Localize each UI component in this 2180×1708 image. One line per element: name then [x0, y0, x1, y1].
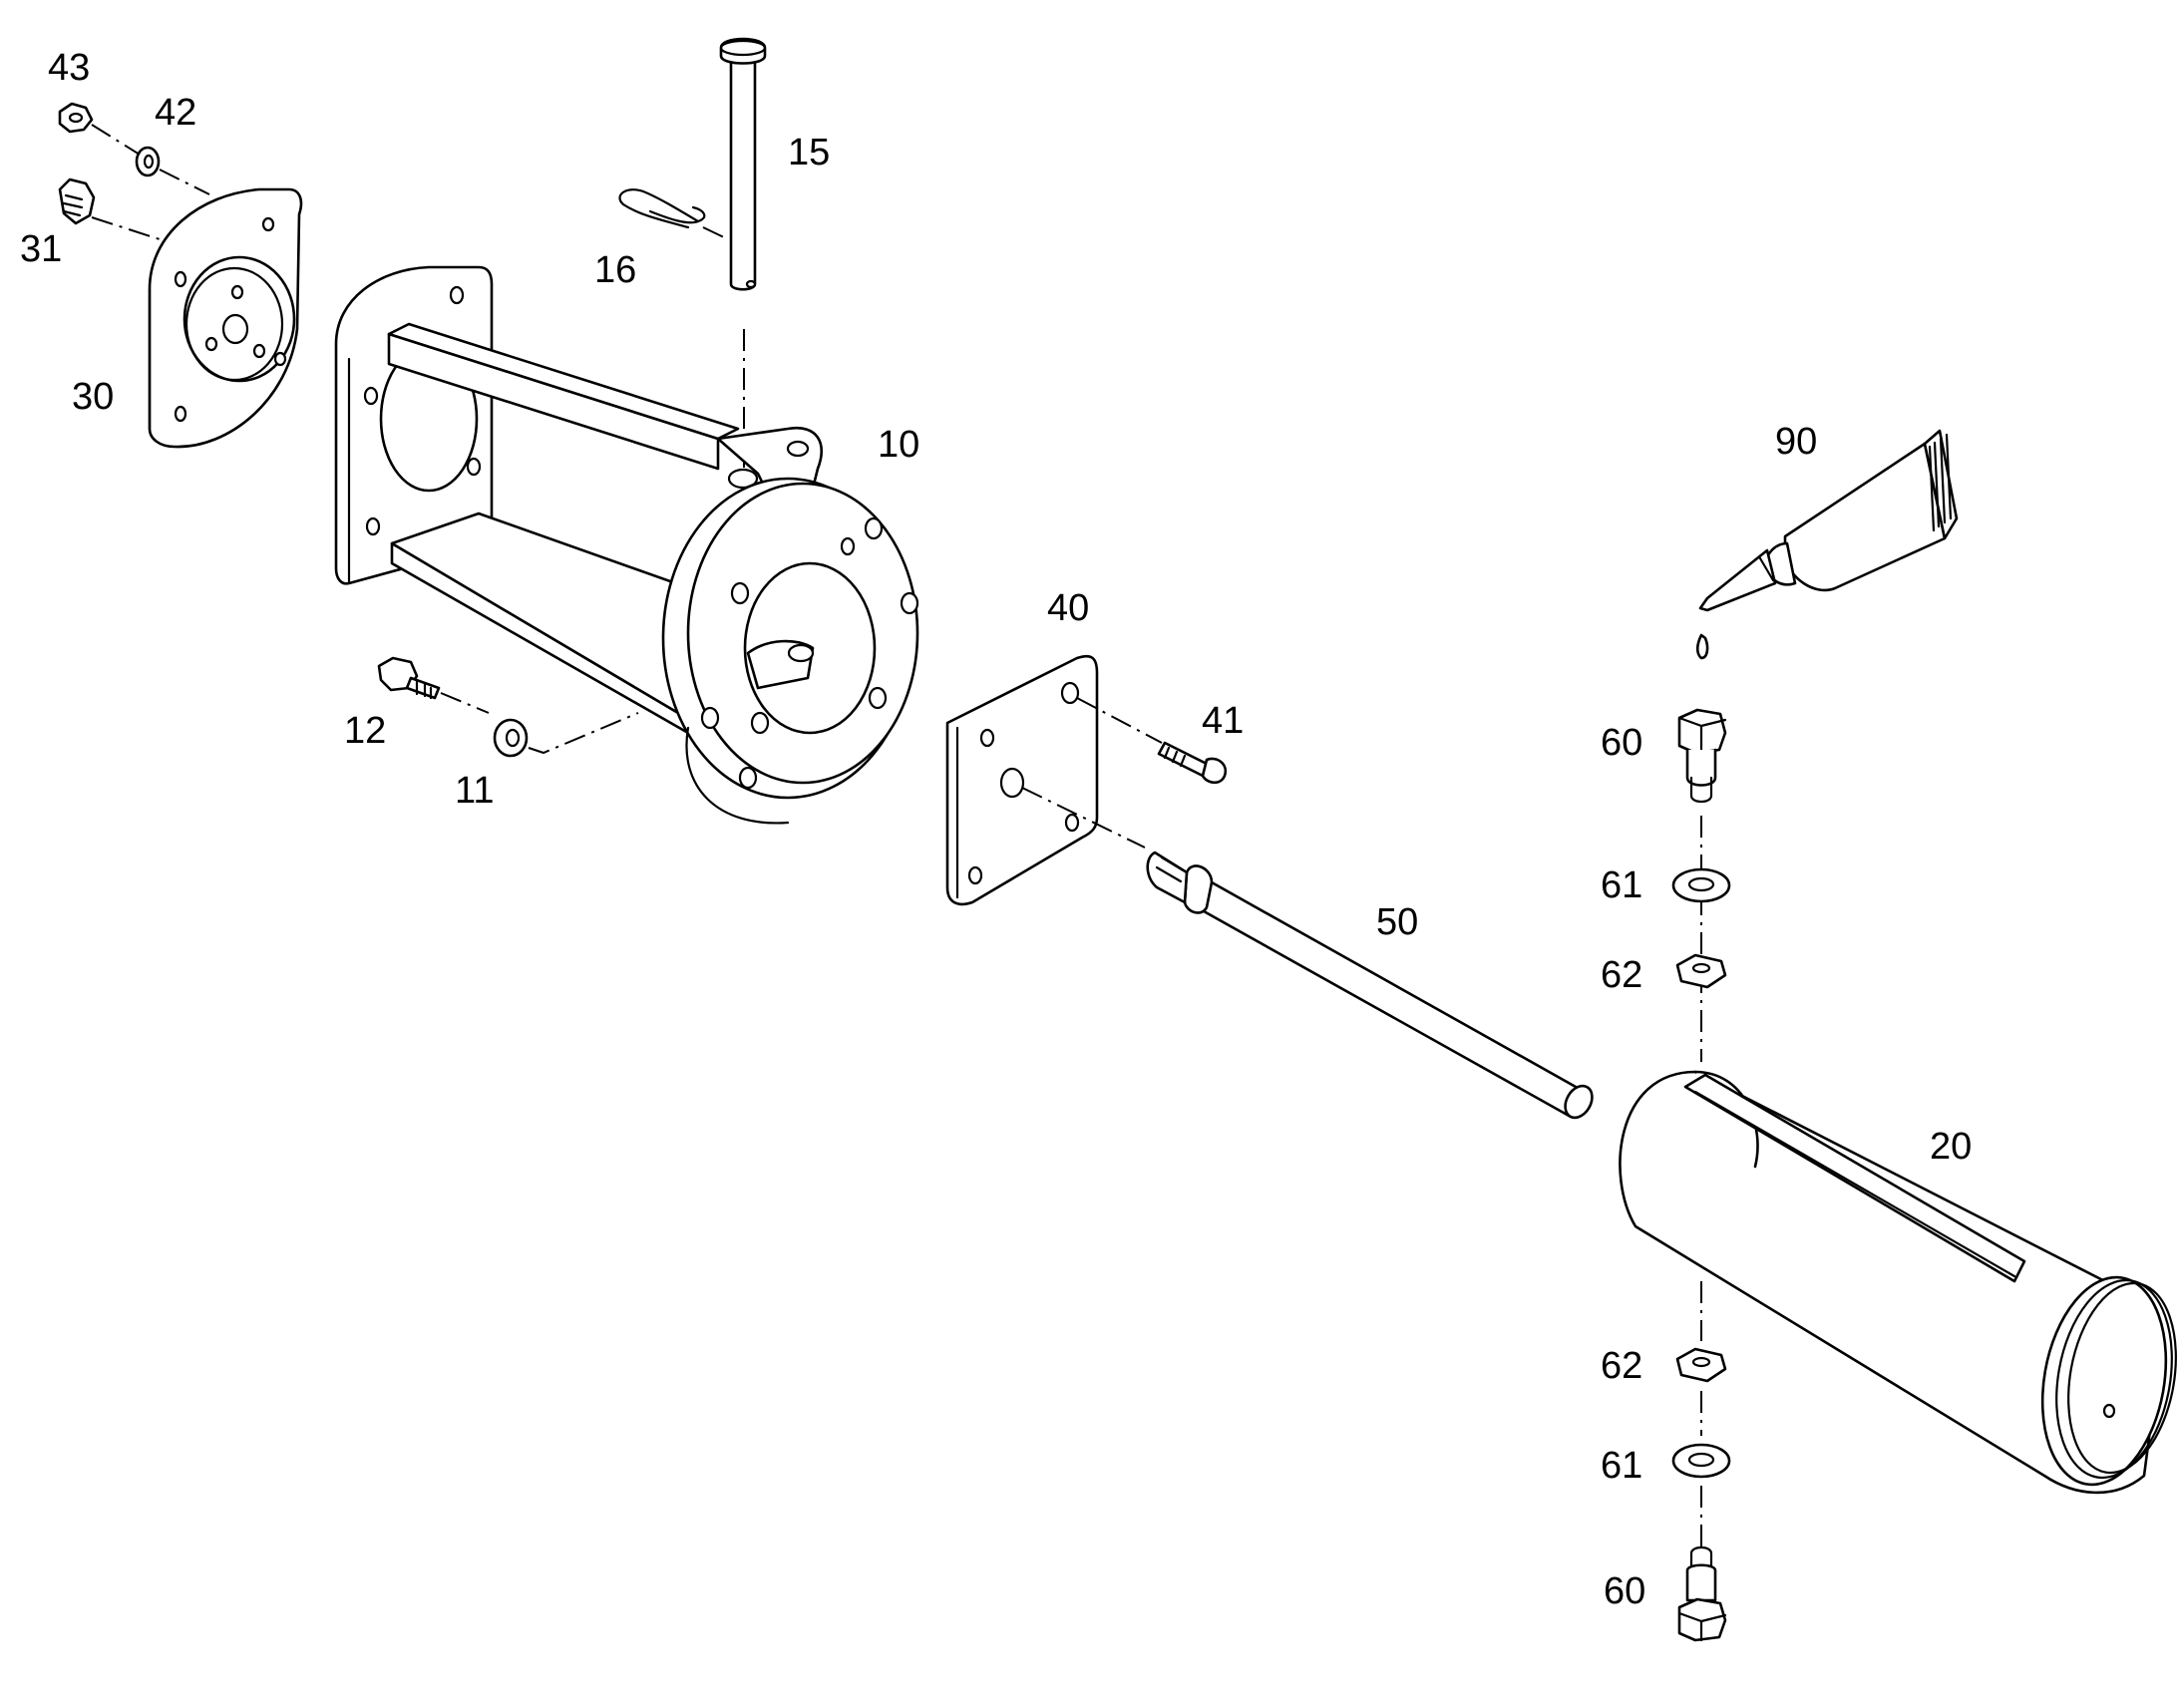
part-41-screw [1157, 741, 1228, 785]
part-42-washer [135, 146, 161, 177]
part-31-grease-nipple [58, 177, 96, 225]
callout-60-top: 60 [1601, 722, 1642, 764]
part-15-pin [719, 37, 767, 291]
part-62-nut-bottom [1675, 1347, 1727, 1383]
callout-12: 12 [344, 710, 386, 752]
part-10-frame [334, 265, 919, 825]
part-62-nut-top [1675, 953, 1727, 989]
callout-62-top: 62 [1601, 954, 1642, 996]
callout-43: 43 [48, 47, 90, 89]
part-40-cover-plate [945, 654, 1099, 906]
callout-11: 11 [455, 770, 494, 812]
callout-62-bottom: 62 [1601, 1345, 1642, 1387]
part-43-nut [58, 102, 94, 134]
callout-31: 31 [20, 228, 62, 270]
callout-42: 42 [155, 92, 196, 134]
callout-41: 41 [1202, 700, 1244, 742]
callout-40: 40 [1047, 587, 1089, 629]
part-60-bolt-bottom [1677, 1545, 1727, 1642]
part-20-roller [1619, 1070, 2177, 1495]
part-60-bolt-top [1677, 708, 1727, 804]
callout-10: 10 [878, 424, 919, 466]
part-12-bolt [377, 656, 441, 700]
callout-60-bottom: 60 [1604, 1570, 1645, 1612]
callout-61-bottom: 61 [1601, 1445, 1642, 1487]
callout-61-top: 61 [1601, 864, 1642, 906]
part-90-grease-tube [1695, 429, 1959, 660]
part-50-shaft [1146, 851, 1594, 1120]
part-30-bearing-plate [148, 187, 303, 449]
part-11-washer [493, 718, 529, 758]
part-61-washer-top [1671, 867, 1731, 903]
callout-20: 20 [1930, 1126, 1972, 1168]
callout-50: 50 [1376, 901, 1418, 943]
callout-15: 15 [788, 132, 830, 173]
part-16-r-clip [618, 188, 706, 229]
callout-90: 90 [1775, 421, 1817, 463]
callout-16: 16 [594, 249, 636, 291]
callout-30: 30 [72, 376, 114, 418]
part-61-washer-bottom [1671, 1443, 1731, 1479]
